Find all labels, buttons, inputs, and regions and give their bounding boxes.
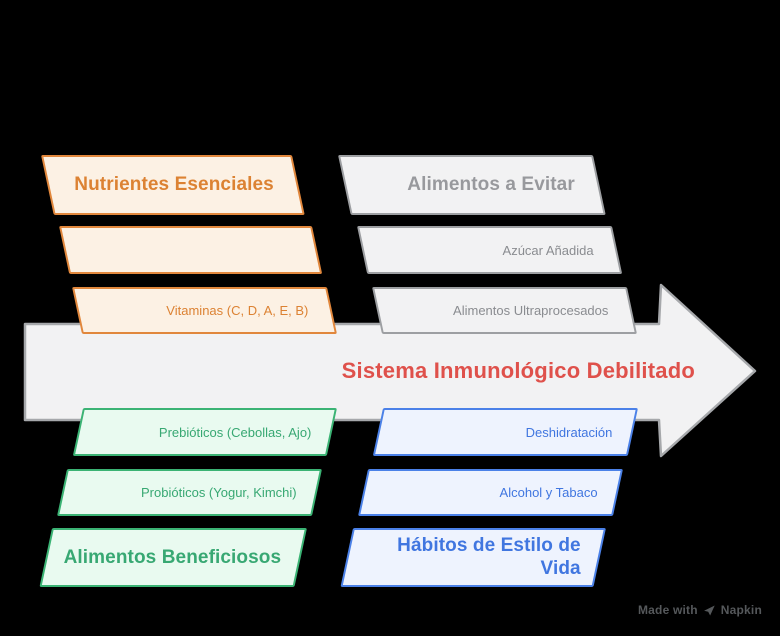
- shape-prebioticos[interactable]: Prebióticos (Cebollas, Ajo): [72, 408, 337, 456]
- shape-habitos-de-estilo-de-vida[interactable]: Hábitos de Estilo de Vida: [340, 528, 606, 587]
- shape-nutrientes-esenciales[interactable]: Nutrientes Esenciales: [41, 155, 305, 215]
- shape-label: Deshidratación: [525, 424, 613, 440]
- shape-alcohol-y-tabaco[interactable]: Alcohol y Tabaco: [358, 469, 623, 516]
- watermark-text: Made with: [637, 603, 698, 617]
- napkin-logo-icon: [703, 605, 715, 615]
- shape-label: Azúcar Añadida: [502, 242, 594, 258]
- shape-azucar-anadida[interactable]: Azúcar Añadida: [357, 226, 623, 274]
- shape-label: Nutrientes Esenciales: [74, 174, 274, 196]
- shape-deshidratacion[interactable]: Deshidratación: [372, 408, 638, 456]
- shape-label: Vitaminas (C, D, A, E, B): [166, 303, 309, 318]
- shape-probioticos[interactable]: Probióticos (Yogur, Kimchi): [57, 469, 323, 516]
- watermark: Made with Napkin: [638, 602, 762, 618]
- shape-label: Alimentos Beneficiosos: [63, 546, 282, 568]
- shape-label: Alcohol y Tabaco: [499, 485, 598, 500]
- shape-alimentos-ultraprocesados[interactable]: Alimentos Ultraprocesados: [372, 287, 637, 334]
- shape-alimentos-beneficiosos[interactable]: Alimentos Beneficiosos: [39, 528, 307, 587]
- watermark-brand: Napkin: [720, 603, 762, 617]
- shape-vitaminas[interactable]: Vitaminas (C, D, A, E, B): [72, 287, 337, 334]
- shape-label: Prebióticos (Cebollas, Ajo): [159, 424, 312, 440]
- shape-label: Alimentos a Evitar: [407, 174, 575, 196]
- shape-label: Hábitos de Estilo de Vida: [397, 535, 581, 580]
- shape-label: Probióticos (Yogur, Kimchi): [141, 485, 297, 500]
- shape-label: Alimentos Ultraprocesados: [453, 303, 609, 318]
- arrow-label: Sistema Inmunológico Debilitado: [341, 358, 695, 383]
- shape-alimentos-a-evitar[interactable]: Alimentos a Evitar: [338, 155, 606, 215]
- shape-orange-empty[interactable]: [59, 226, 323, 274]
